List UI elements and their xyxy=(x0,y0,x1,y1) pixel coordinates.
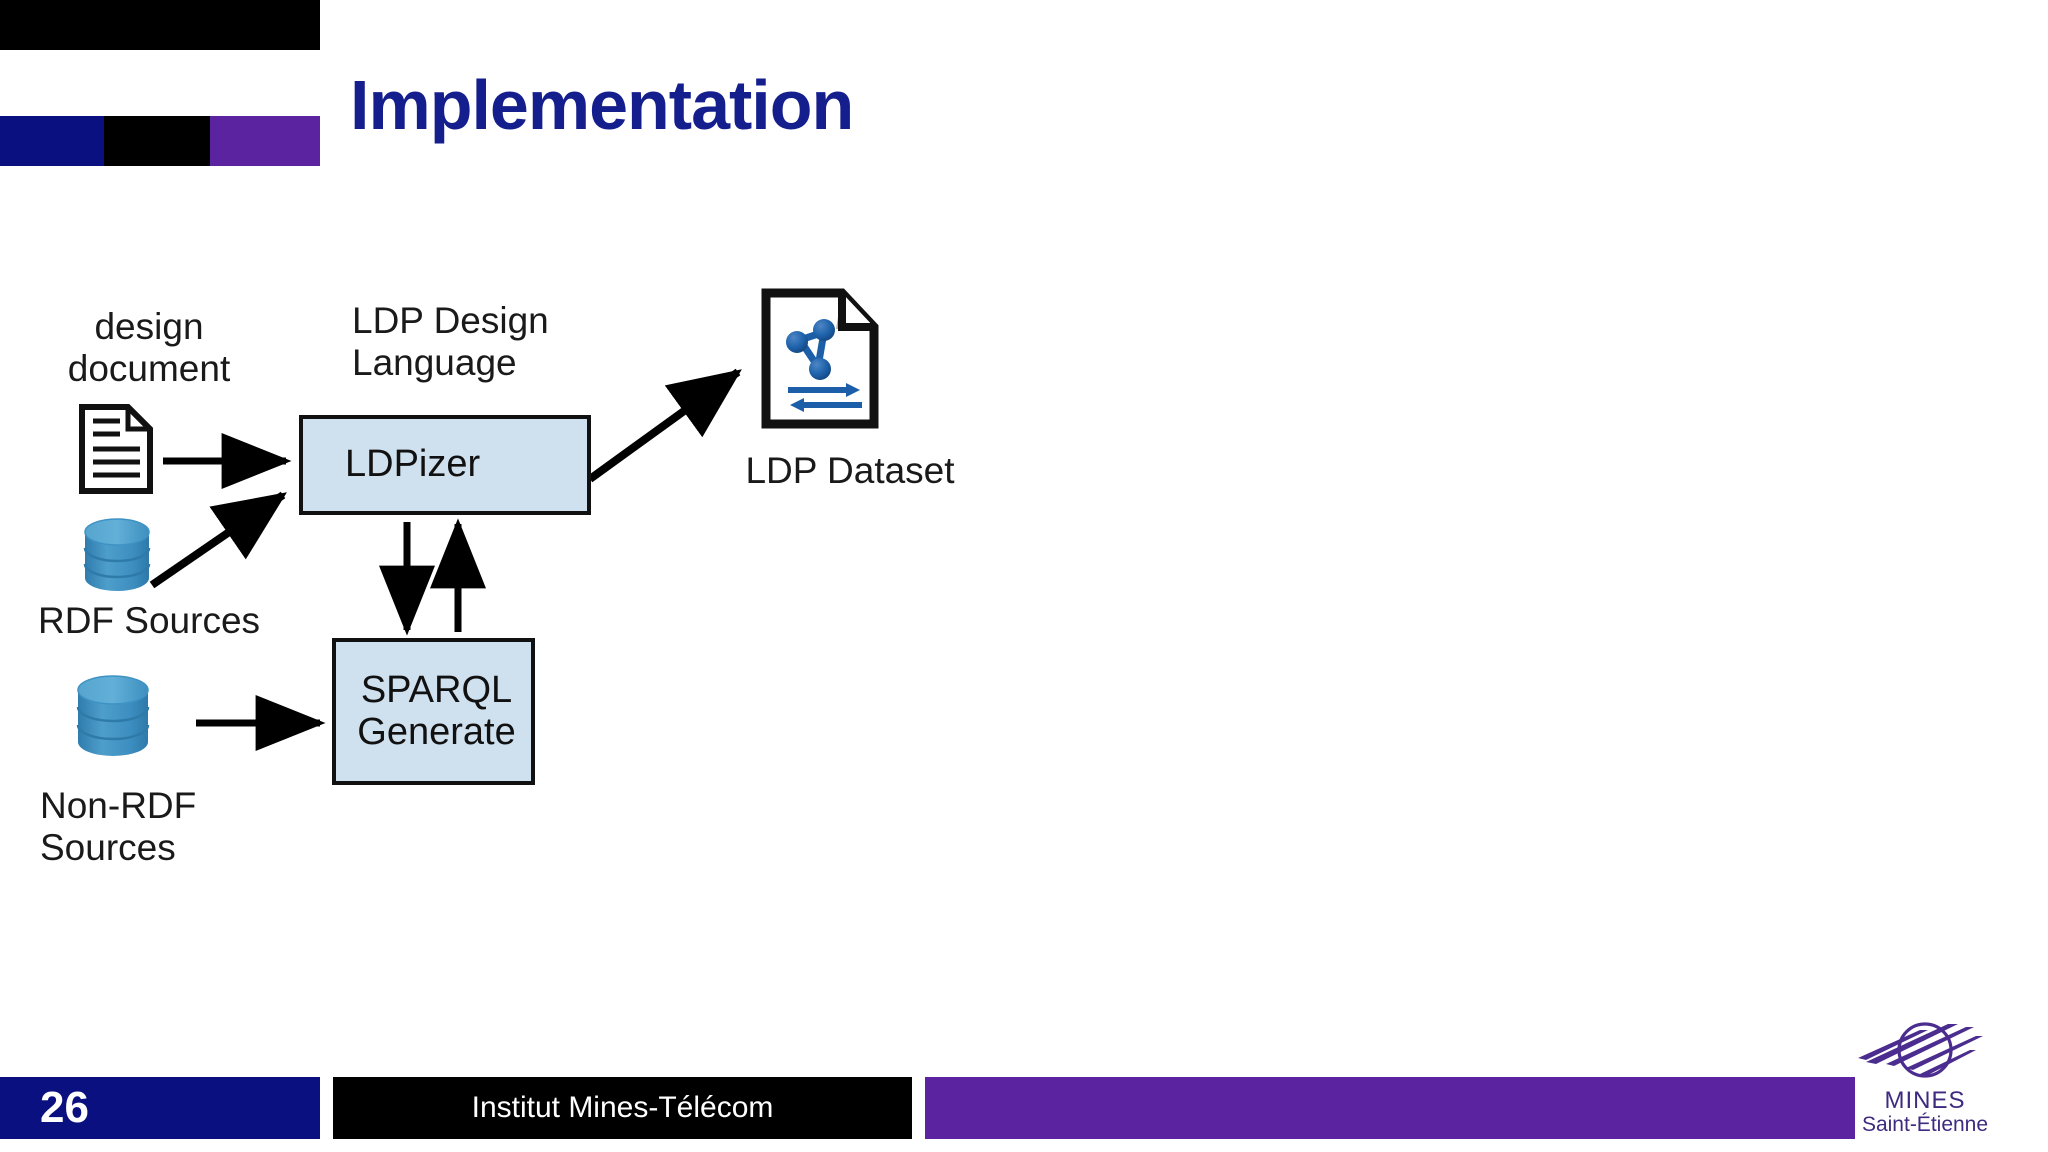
rdf-sources-cylinder-icon xyxy=(83,518,151,591)
label-ldp-dataset: LDP Dataset xyxy=(745,450,955,491)
arrow-rdf-sources-to-ldpizer xyxy=(149,491,287,589)
exchange-arrows-glyph xyxy=(788,383,862,412)
logo-text-mines: MINES xyxy=(1884,1087,1966,1114)
header-top-black-block xyxy=(0,0,320,50)
label-non-rdf-sources: Non-RDF Sources xyxy=(40,785,197,869)
header-band-purple xyxy=(210,116,320,166)
page-title: Implementation xyxy=(350,66,854,144)
footer-institute-name: Institut Mines-Télécom xyxy=(333,1077,912,1139)
footer-page-number: 26 xyxy=(0,1077,320,1139)
label-design-document: design document xyxy=(67,306,231,390)
header-band-black xyxy=(104,116,210,166)
footer-purple-bar xyxy=(925,1077,1855,1139)
logo-text-saint-etienne: Saint-Étienne xyxy=(1861,1113,1989,1136)
mines-logo-mark xyxy=(1858,1022,1983,1078)
label-ldp-design-language: LDP Design Language xyxy=(352,300,549,384)
arrow-ldpizer-to-ldp-dataset xyxy=(587,368,742,483)
header-band-blue xyxy=(0,116,104,166)
mines-saint-etienne-logo: MINES Saint-Étienne xyxy=(1850,1018,2000,1136)
ldp-dataset-icon xyxy=(761,288,879,429)
non-rdf-sources-cylinder-icon xyxy=(76,675,150,756)
label-rdf-sources: RDF Sources xyxy=(37,600,261,641)
rdf-graph-glyph xyxy=(786,319,835,380)
process-box-ldpizer: LDPizer xyxy=(299,415,591,515)
design-document-icon xyxy=(79,404,153,494)
process-box-sparql-generate: SPARQL Generate xyxy=(332,638,535,785)
header-color-band xyxy=(0,116,320,166)
